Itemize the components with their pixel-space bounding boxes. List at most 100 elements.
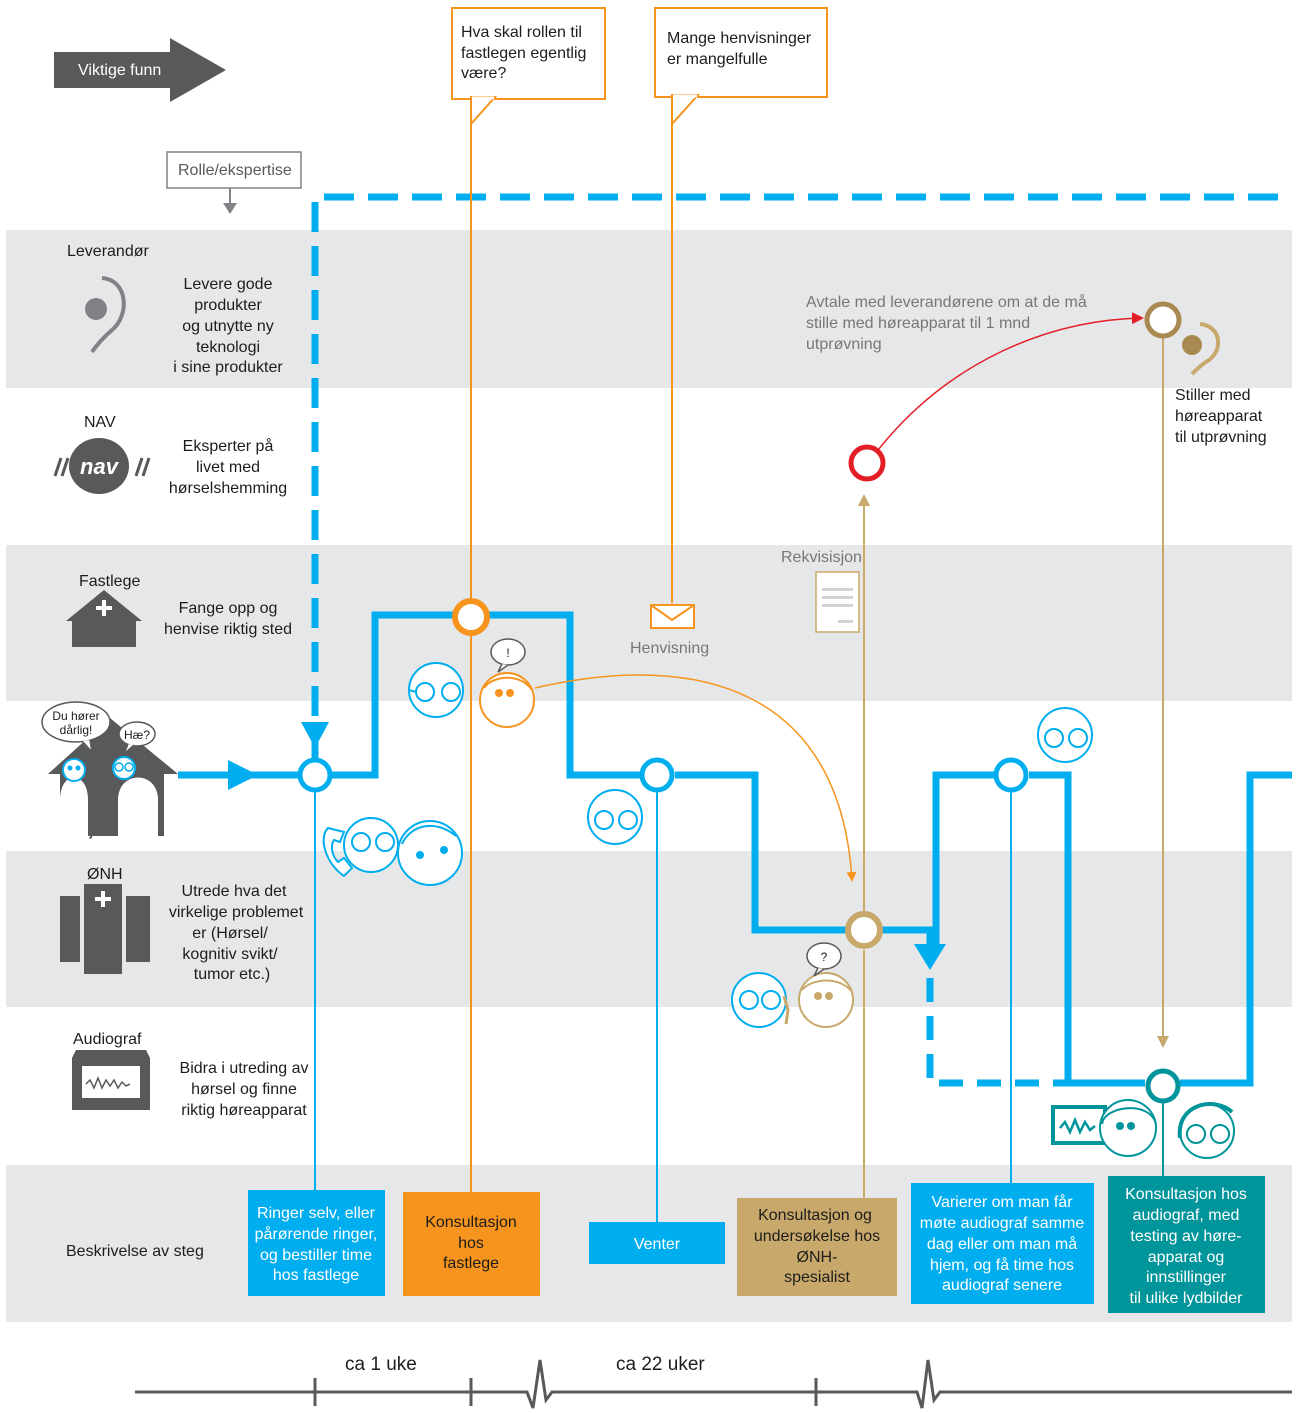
step-box-4: Konsultasjon og undersøkelse hos ØNH- sp… bbox=[737, 1198, 897, 1296]
lane-label-fastlege: Fastlege bbox=[79, 573, 140, 590]
supplier-provides-note: Stiller med høreapparat til utprøvning bbox=[1175, 387, 1267, 446]
svg-text:Bidra i utreding av: Bidra i utreding av bbox=[180, 1060, 309, 1077]
callout-fastlege-role: Hva skal rollen til fastlegen egentlig v… bbox=[451, 7, 606, 127]
callout-referrals: Mange henvisninger er mangelfulle bbox=[654, 7, 828, 127]
journey-start-arrow bbox=[228, 760, 258, 790]
role-expertise-box: Rolle/ekspertise bbox=[166, 151, 302, 214]
svg-text:og utnytte ny: og utnytte ny bbox=[182, 318, 274, 335]
supplier-agreement-note: Avtale med leverandørene om at de må sti… bbox=[806, 293, 1087, 353]
dashed-entry-path bbox=[311, 193, 1292, 760]
journey-path-segment-2 bbox=[675, 771, 846, 934]
journey-path-segment-4 bbox=[932, 771, 994, 948]
timeline-label-2: ca 22 uker bbox=[616, 1354, 705, 1375]
journey-path-segment-3 bbox=[882, 926, 934, 950]
nav-logo-icon: nav bbox=[53, 438, 151, 494]
onh-doctor-icon bbox=[798, 972, 854, 1028]
svg-text:pårørende ringer,: pårørende ringer, bbox=[255, 1225, 378, 1243]
svg-text:Avtale med leverandørene om at: Avtale med leverandørene om at de må bbox=[806, 293, 1087, 311]
key-findings-label: Viktige funn bbox=[78, 62, 161, 79]
onh-question-bubble: ? bbox=[806, 942, 842, 977]
node-audiograf bbox=[1145, 1068, 1181, 1104]
svg-text:Konsultasjon og: Konsultasjon og bbox=[758, 1207, 872, 1224]
timeline-label-1: ca 1 uke bbox=[345, 1354, 417, 1375]
svg-text:Du hører: Du hører bbox=[52, 709, 99, 723]
svg-text:fastlegen egentlig: fastlegen egentlig bbox=[461, 45, 586, 62]
hospital-icon bbox=[60, 884, 150, 974]
clinic-house-icon bbox=[66, 590, 142, 647]
svg-text:hos fastlege: hos fastlege bbox=[273, 1267, 359, 1284]
referral-arrow bbox=[534, 674, 857, 882]
svg-text:til utprøvning: til utprøvning bbox=[1175, 429, 1267, 446]
lane-band-onh bbox=[6, 851, 1292, 1007]
svg-text:ØNH-: ØNH- bbox=[797, 1249, 838, 1266]
svg-text:livet med: livet med bbox=[196, 459, 260, 476]
svg-text:høreapparat: høreapparat bbox=[1175, 408, 1263, 425]
home-icon bbox=[48, 718, 178, 836]
nav-to-supplier-arrow bbox=[877, 312, 1144, 451]
svg-text:Varierer om man får: Varierer om man får bbox=[931, 1193, 1073, 1211]
svg-text:?: ? bbox=[821, 950, 828, 964]
node-audiograf-wait bbox=[993, 757, 1029, 793]
role-text-fastlege: Fange opp og henvise riktig sted bbox=[164, 600, 292, 638]
node-supplier bbox=[1144, 301, 1182, 339]
svg-text:Rekvisisjon: Rekvisisjon bbox=[781, 549, 862, 566]
speech-bubble-left: Du hører dårlig! bbox=[41, 701, 111, 755]
svg-text:dag eller om man må: dag eller om man må bbox=[927, 1235, 1077, 1253]
journey-path-segment-5 bbox=[1029, 771, 1145, 1087]
role-text-leverandor: Levere gode produkter og utnytte ny tekn… bbox=[173, 276, 283, 376]
svg-text:Mange henvisninger: Mange henvisninger bbox=[667, 30, 812, 47]
role-text-audiograf: Bidra i utreding av hørsel og finne rikt… bbox=[180, 1060, 309, 1119]
svg-text:være?: være? bbox=[461, 65, 506, 82]
svg-text:Utrede hva det: Utrede hva det bbox=[182, 883, 288, 900]
svg-text:Ringer selv, eller: Ringer selv, eller bbox=[257, 1205, 376, 1222]
svg-text:produkter: produkter bbox=[194, 297, 262, 314]
lane-label-leverandor: Leverandør bbox=[67, 243, 149, 260]
step-box-1: Ringer selv, eller pårørende ringer, og … bbox=[248, 1190, 385, 1296]
svg-text:er mangelfulle: er mangelfulle bbox=[667, 51, 768, 68]
referral-label: Henvisning bbox=[630, 640, 709, 657]
step-box-3: Venter bbox=[589, 1222, 725, 1264]
svg-text:undersøkelse hos: undersøkelse hos bbox=[754, 1228, 880, 1245]
svg-text:Konsultasjon: Konsultasjon bbox=[425, 1214, 517, 1231]
svg-text:testing av høre-: testing av høre- bbox=[1130, 1228, 1241, 1245]
svg-text:innstillinger: innstillinger bbox=[1146, 1269, 1227, 1286]
svg-text:spesialist: spesialist bbox=[784, 1269, 850, 1286]
lane-label-audiograf: Audiograf bbox=[73, 1031, 142, 1048]
svg-text:virkelige problemet: virkelige problemet bbox=[169, 904, 304, 921]
entry-arrowhead bbox=[301, 722, 329, 748]
svg-text:utprøvning: utprøvning bbox=[806, 336, 882, 353]
onh-patient-icon bbox=[731, 972, 790, 1028]
svg-text:Hva skal rollen til: Hva skal rollen til bbox=[461, 24, 582, 41]
svg-text:fastlege: fastlege bbox=[443, 1255, 499, 1272]
key-findings-arrow: Viktige funn bbox=[54, 38, 226, 102]
audiogram-icon bbox=[72, 1050, 150, 1110]
svg-text:er (Hørsel/: er (Hørsel/ bbox=[192, 925, 268, 942]
lane-band-leverandor bbox=[6, 230, 1292, 388]
hearing-aid-icon bbox=[85, 276, 126, 354]
envelope-icon bbox=[650, 604, 695, 629]
journey-path-segment-6 bbox=[1180, 771, 1292, 1087]
onh-exit-arrow bbox=[914, 944, 946, 970]
patient-face-icon bbox=[408, 662, 464, 718]
role-box-label: Rolle/ekspertise bbox=[178, 162, 292, 179]
svg-text:Hæ?: Hæ? bbox=[124, 728, 150, 742]
waiting-patient-icon bbox=[587, 789, 643, 845]
dashed-audiograf-path bbox=[926, 978, 1070, 1087]
svg-text:Venter: Venter bbox=[634, 1236, 681, 1253]
svg-text:hørsel og finne: hørsel og finne bbox=[191, 1081, 297, 1098]
svg-text:Fange opp og: Fange opp og bbox=[179, 600, 278, 617]
svg-text:til ulike lydbilder: til ulike lydbilder bbox=[1130, 1290, 1244, 1307]
svg-text:Konsultasjon hos: Konsultasjon hos bbox=[1125, 1186, 1247, 1203]
svg-text:kognitiv svikt/: kognitiv svikt/ bbox=[182, 946, 278, 963]
svg-text:henvise riktig sted: henvise riktig sted bbox=[164, 621, 292, 638]
node-onh bbox=[845, 911, 883, 949]
svg-text:Levere gode: Levere gode bbox=[184, 276, 273, 293]
svg-text:audiograf, med: audiograf, med bbox=[1133, 1207, 1240, 1224]
supplier-hearing-aid-icon bbox=[1182, 322, 1221, 376]
node-waiting bbox=[639, 757, 675, 793]
role-text-onh: Utrede hva det virkelige problemet er (H… bbox=[169, 883, 304, 983]
lane-label-onh: ØNH bbox=[87, 866, 123, 883]
svg-text:riktig høreapparat: riktig høreapparat bbox=[181, 1102, 307, 1119]
speech-bubble-right: Hæ? bbox=[118, 721, 156, 755]
svg-text:Stiller med: Stiller med bbox=[1175, 387, 1251, 404]
